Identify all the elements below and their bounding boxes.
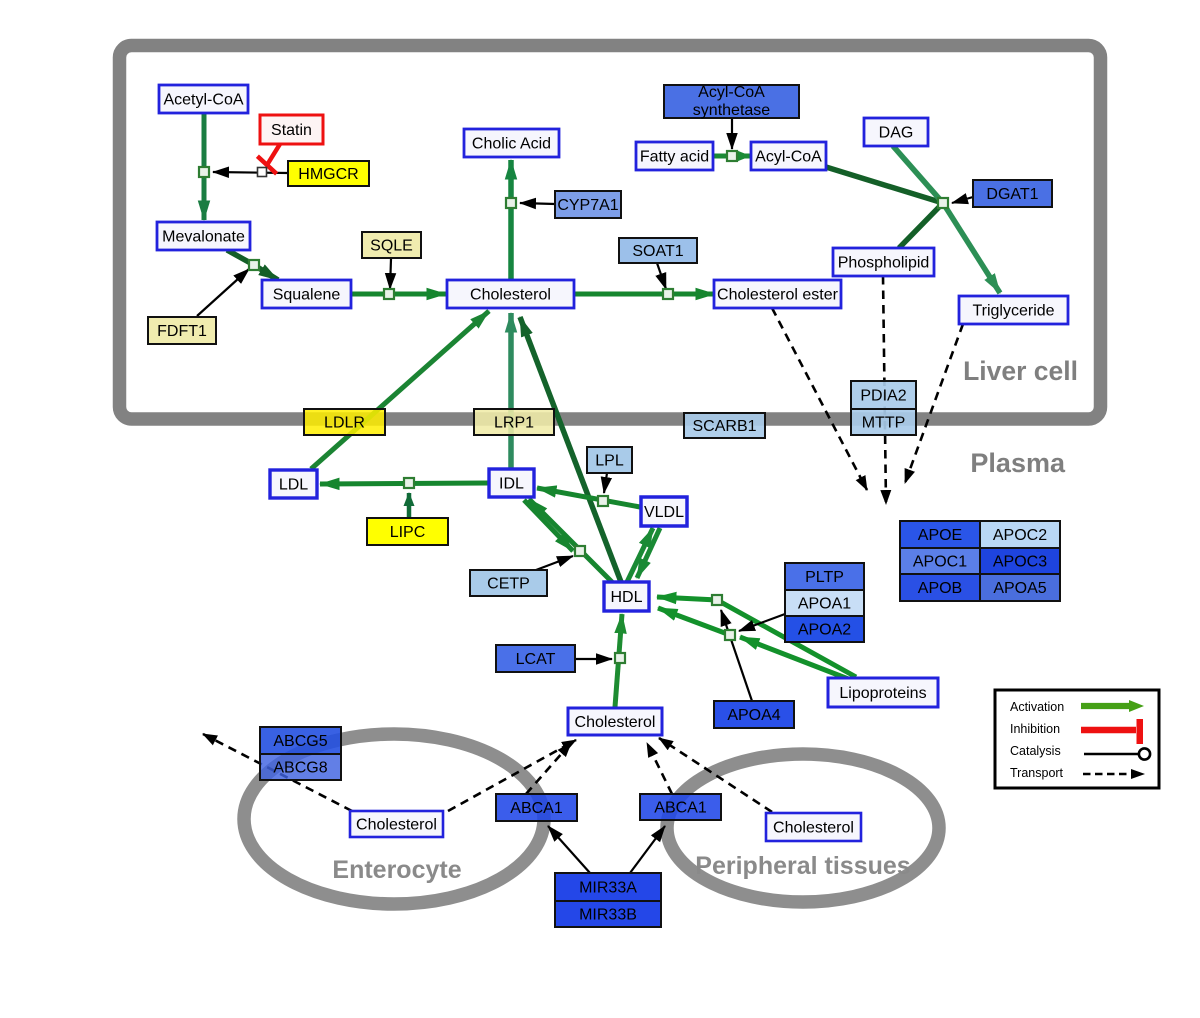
svg-text:Acyl-CoA: Acyl-CoA	[698, 84, 765, 101]
svg-text:SOAT1: SOAT1	[632, 243, 683, 260]
svg-text:Phospholipid: Phospholipid	[838, 255, 930, 272]
svg-text:PLTP: PLTP	[805, 569, 844, 586]
svg-text:SQLE: SQLE	[370, 238, 413, 255]
svg-text:APOC2: APOC2	[993, 527, 1047, 544]
svg-text:Cholesterol: Cholesterol	[470, 287, 551, 304]
svg-text:Plasma: Plasma	[970, 448, 1066, 478]
svg-text:Cholesterol: Cholesterol	[575, 714, 656, 731]
svg-text:MIR33B: MIR33B	[579, 907, 637, 924]
svg-text:Acetyl-CoA: Acetyl-CoA	[163, 92, 243, 109]
svg-text:IDL: IDL	[499, 476, 524, 493]
svg-text:APOA4: APOA4	[727, 707, 780, 724]
svg-text:Liver cell: Liver cell	[963, 356, 1078, 386]
svg-text:LPL: LPL	[595, 453, 624, 470]
svg-text:PDIA2: PDIA2	[860, 388, 906, 405]
svg-text:Cholesterol ester: Cholesterol ester	[717, 287, 839, 304]
svg-text:ABCG8: ABCG8	[273, 760, 327, 777]
svg-text:APOA1: APOA1	[798, 596, 851, 613]
svg-text:Cholesterol: Cholesterol	[773, 820, 854, 837]
svg-text:Peripheral tissues: Peripheral tissues	[695, 852, 910, 880]
svg-text:Acyl-CoA: Acyl-CoA	[755, 149, 822, 166]
svg-text:Cholic Acid: Cholic Acid	[472, 136, 551, 153]
svg-text:LCAT: LCAT	[516, 651, 556, 668]
svg-text:ABCA1: ABCA1	[510, 800, 563, 817]
svg-text:Lipoproteins: Lipoproteins	[839, 685, 926, 702]
svg-text:APOA5: APOA5	[993, 580, 1046, 597]
svg-text:MIR33A: MIR33A	[579, 880, 637, 897]
svg-text:APOA2: APOA2	[798, 622, 851, 639]
svg-text:HDL: HDL	[610, 589, 642, 606]
svg-text:SCARB1: SCARB1	[692, 418, 756, 435]
svg-text:LIPC: LIPC	[390, 524, 426, 541]
svg-text:VLDL: VLDL	[644, 504, 684, 521]
svg-text:LRP1: LRP1	[494, 415, 534, 432]
svg-text:DAG: DAG	[879, 125, 914, 142]
svg-text:synthetase: synthetase	[693, 102, 770, 119]
svg-text:Inhibition: Inhibition	[1010, 722, 1060, 736]
svg-text:DGAT1: DGAT1	[986, 186, 1038, 203]
svg-text:CETP: CETP	[487, 576, 530, 593]
svg-text:APOE: APOE	[918, 527, 962, 544]
svg-text:MTTP: MTTP	[862, 415, 906, 432]
svg-text:FDFT1: FDFT1	[157, 323, 207, 340]
svg-text:Mevalonate: Mevalonate	[162, 229, 245, 246]
svg-text:ABCG5: ABCG5	[273, 733, 327, 750]
svg-text:HMGCR: HMGCR	[298, 166, 358, 183]
svg-text:Triglyceride: Triglyceride	[972, 303, 1054, 320]
svg-text:LDL: LDL	[279, 477, 308, 494]
svg-text:Catalysis: Catalysis	[1010, 744, 1061, 758]
svg-text:CYP7A1: CYP7A1	[557, 197, 618, 214]
svg-text:APOC3: APOC3	[993, 554, 1047, 571]
svg-text:Activation: Activation	[1010, 700, 1064, 714]
svg-text:Transport: Transport	[1010, 766, 1064, 780]
svg-text:Squalene: Squalene	[273, 287, 341, 304]
svg-text:ABCA1: ABCA1	[654, 800, 707, 817]
svg-text:Fatty acid: Fatty acid	[640, 149, 709, 166]
svg-text:APOC1: APOC1	[913, 554, 967, 571]
svg-text:APOB: APOB	[918, 580, 962, 597]
svg-text:Enterocyte: Enterocyte	[332, 856, 461, 884]
svg-text:Statin: Statin	[271, 122, 312, 139]
svg-text:Cholesterol: Cholesterol	[356, 817, 437, 834]
svg-text:LDLR: LDLR	[324, 415, 365, 432]
